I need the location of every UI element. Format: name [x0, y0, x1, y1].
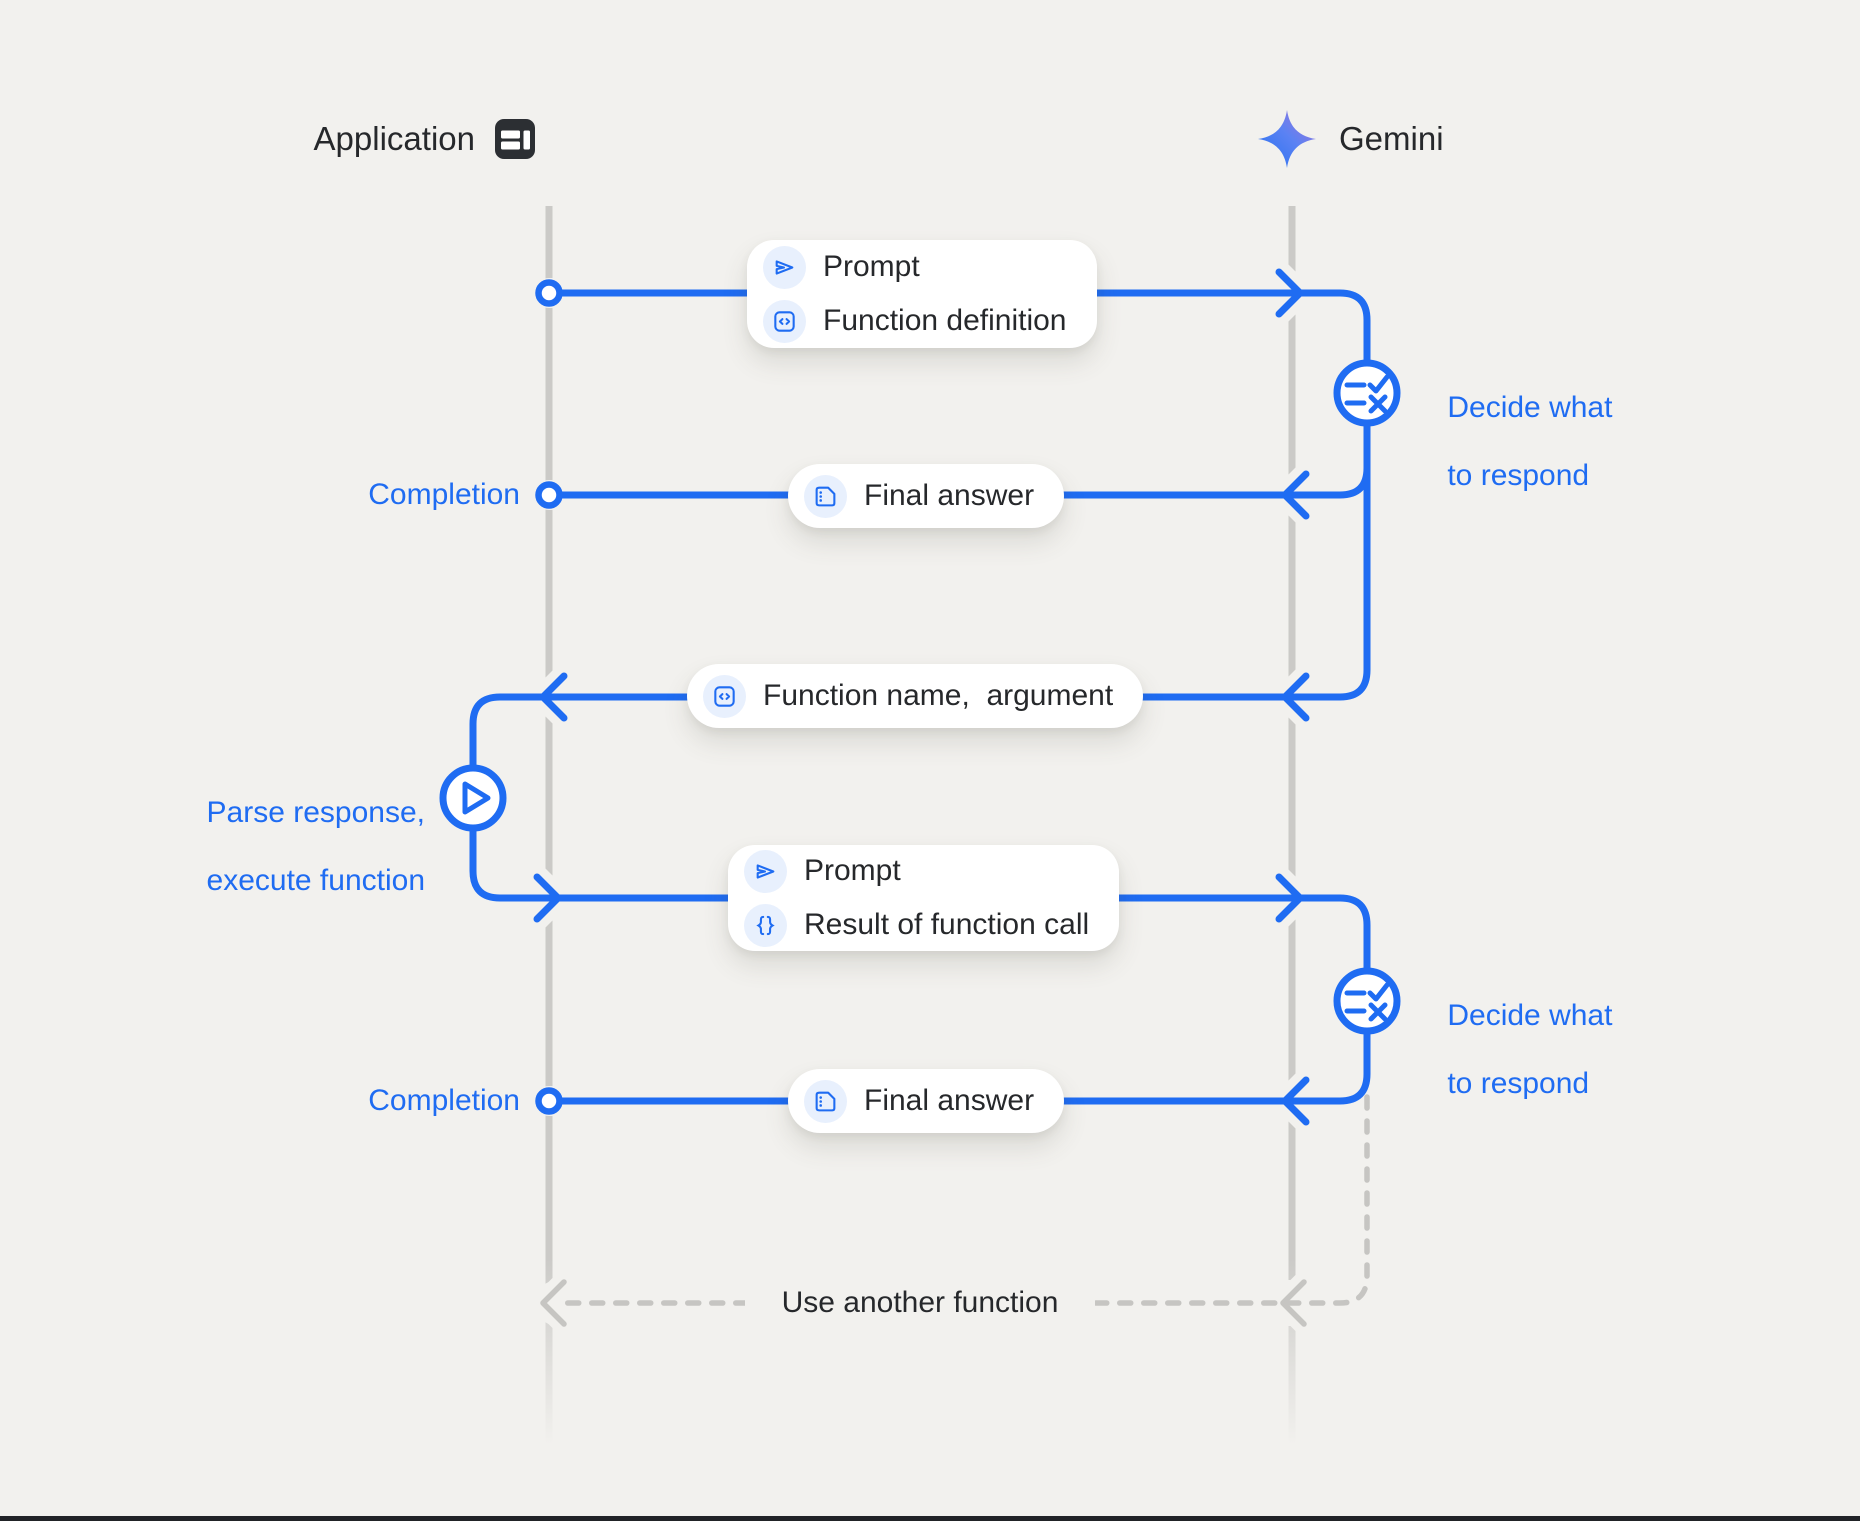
send-icon: [763, 245, 806, 289]
play-icon: [462, 781, 491, 815]
decide-what-to-respond-label-1: Decide what to respond: [1447, 391, 1613, 492]
message-label: Final answer: [864, 1084, 1035, 1117]
arrowhead-prompt-into-gemini: [1275, 268, 1304, 318]
completion-label-2: Completion: [368, 1084, 520, 1117]
arrowhead-final-answer-1: [1281, 470, 1310, 520]
dashed-arrowhead-application: [540, 1279, 567, 1327]
gemini-sparkle-icon: [1258, 110, 1316, 168]
completion-label-1: Completion: [368, 478, 520, 511]
message-label: Function definition: [823, 304, 1067, 337]
arrowhead-result-application-side: [533, 873, 562, 923]
braces-icon: [744, 903, 787, 947]
message-box-final-answer-1: Final answer: [788, 464, 1065, 528]
message-row: Function name, argument: [703, 674, 1113, 718]
parse-execute-node: [439, 764, 507, 832]
decide-node-2: [1333, 967, 1401, 1035]
document-icon: [804, 474, 847, 518]
app-window-icon: [495, 119, 535, 159]
arrowhead-function-name-gemini-side: [1281, 672, 1310, 722]
message-label: Final answer: [864, 479, 1035, 512]
arrowhead-final-answer-2: [1281, 1076, 1310, 1126]
arrowhead-function-name-application-side: [539, 672, 568, 722]
actor-gemini: Gemini: [1256, 107, 1444, 171]
code-icon: [703, 674, 746, 718]
prompt-origin-marker: [535, 279, 563, 307]
message-box-final-answer-2: Final answer: [788, 1069, 1065, 1133]
decide-node-1: [1333, 359, 1401, 427]
parse-response-execute-function-label: Parse response, execute function: [206, 796, 425, 897]
document-icon: [804, 1079, 847, 1123]
message-label: Prompt: [823, 250, 920, 283]
code-icon: [763, 299, 806, 343]
message-row: Final answer: [804, 474, 1034, 518]
completion-marker-1: [535, 481, 563, 509]
line-halos: [458, 260, 1390, 1335]
use-another-function-dashed-line: [555, 1094, 1370, 1306]
message-box-prompt-result: Prompt Result of function call: [728, 845, 1120, 951]
send-icon: [744, 849, 787, 893]
arrowhead-result-into-gemini: [1275, 873, 1304, 923]
use-another-function-label: Use another function: [745, 1283, 1095, 1323]
decide-what-to-respond-label-2: Decide what to respond: [1447, 999, 1613, 1100]
dashed-arrowhead-gemini: [1280, 1279, 1307, 1327]
message-label: Result of function call: [804, 908, 1090, 941]
completion-marker-2: [535, 1087, 563, 1115]
message-box-function-name-argument: Function name, argument: [687, 664, 1144, 728]
message-row: Prompt: [763, 245, 1067, 289]
actor-application: Application: [240, 107, 536, 171]
message-row: Final answer: [804, 1079, 1034, 1123]
message-label: Prompt: [804, 854, 901, 887]
message-row: Function definition: [763, 299, 1067, 343]
message-box-prompt-function-definition: Prompt Function definition: [747, 240, 1097, 348]
message-label: Function name, argument: [763, 679, 1114, 712]
gemini-label: Gemini: [1339, 120, 1444, 157]
message-row: Result of function call: [744, 903, 1089, 947]
rule-icon: [1344, 374, 1390, 414]
rule-icon: [1344, 982, 1390, 1022]
bottom-border-bar: [0, 1516, 1860, 1521]
message-row: Prompt: [744, 849, 1089, 893]
application-label: Application: [313, 120, 475, 157]
